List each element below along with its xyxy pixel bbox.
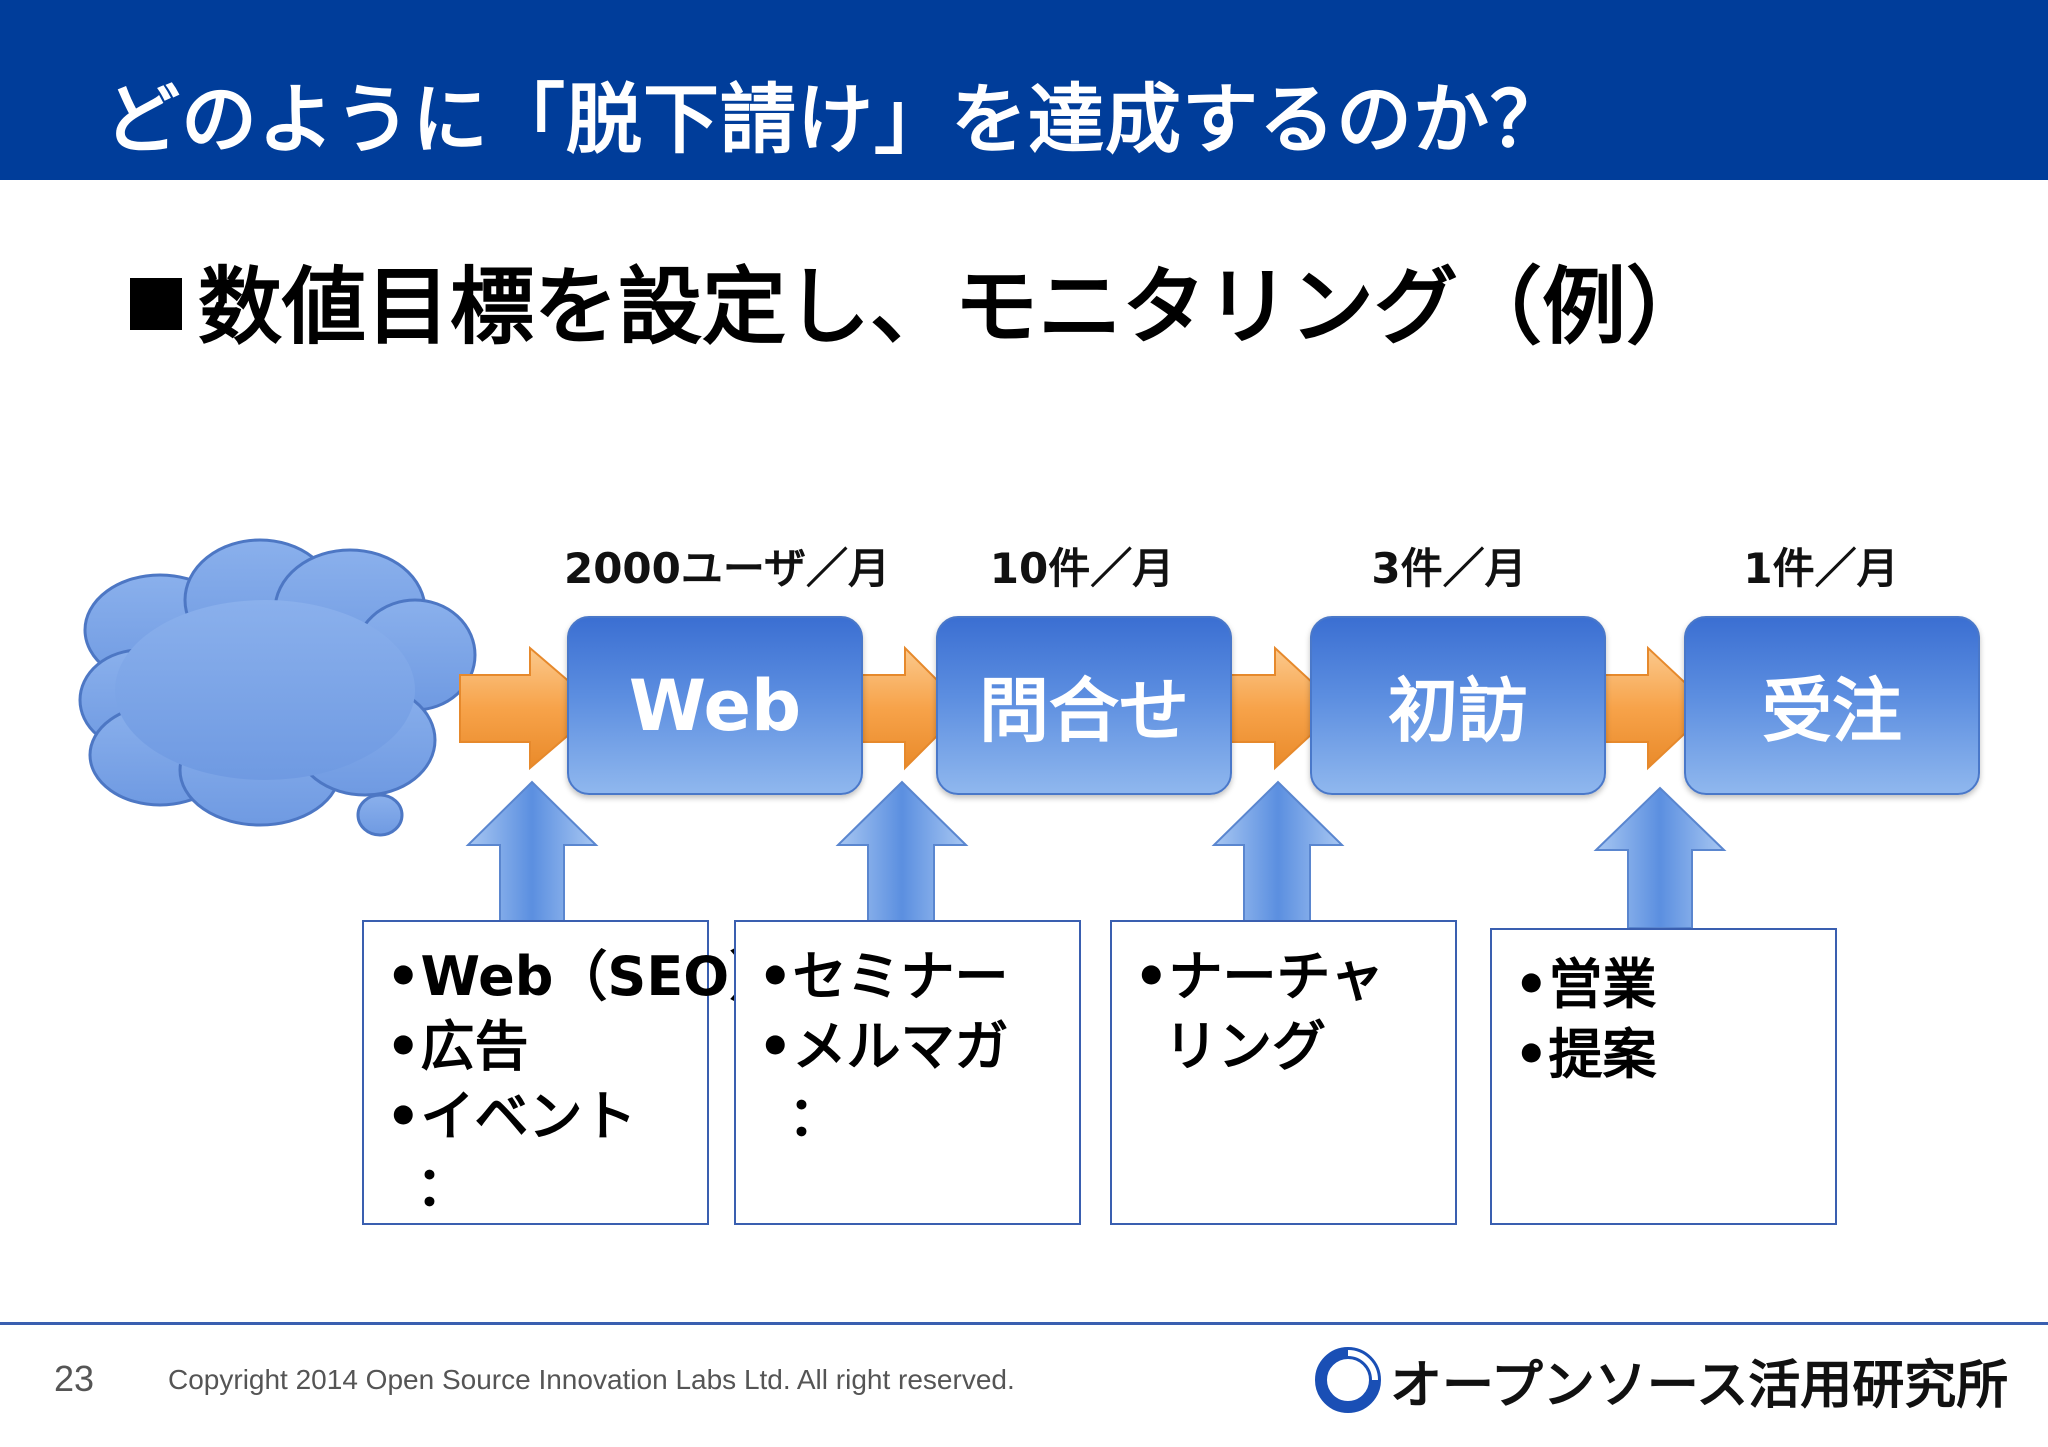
orange-arrow-icon: [459, 645, 602, 771]
stage-rate-web: 2000ユーザ／月: [563, 544, 891, 593]
stage-box-web: Web: [567, 616, 863, 795]
method-item: •イベント: [386, 1085, 637, 1148]
method-item: ：: [416, 1155, 470, 1218]
page-number: 23: [54, 1358, 95, 1399]
method-item: リング: [1164, 1015, 1326, 1078]
method-box-order: •営業 •提案: [1490, 928, 1837, 1225]
method-item: •広告: [386, 1015, 529, 1078]
method-box-inquiry: •セミナー •メルマガ ：: [734, 920, 1081, 1225]
blue-up-arrow-icon: [835, 780, 969, 923]
stage-box-inquiry: 問合せ: [936, 616, 1232, 795]
method-item: •ナーチャ: [1134, 945, 1384, 1008]
stage-rate-first-visit: 3件／月: [1371, 544, 1527, 593]
stage-label: 問合せ: [979, 670, 1189, 752]
stage-box-order: 受注: [1684, 616, 1980, 795]
stage-label: Web: [628, 664, 802, 747]
section-heading: 数値目標を設定し、モニタリング（例）: [130, 240, 1710, 361]
input-arrows: [465, 780, 1727, 929]
method-box-first-visit: •ナーチャ リング: [1110, 920, 1457, 1225]
stage-label: 受注: [1762, 670, 1902, 752]
slide-title: どのように「脱下請け」を達成するのか？: [104, 75, 1567, 164]
title-bar: [0, 0, 2048, 180]
method-item: ：: [788, 1085, 842, 1148]
footer-divider: [0, 1322, 2048, 1325]
company-logo: オープンソース活用研究所: [1312, 1340, 2008, 1420]
stage-rate-order: 1件／月: [1743, 544, 1899, 593]
section-heading-text: 数値目標を設定し、モニタリング（例）: [198, 258, 1711, 356]
stage-box-first-visit: 初訪: [1310, 616, 1606, 795]
method-item: •セミナー: [758, 945, 1009, 1008]
stage-label: 初訪: [1388, 670, 1528, 752]
blue-up-arrow-icon: [465, 780, 599, 923]
method-item: •営業: [1514, 953, 1657, 1016]
method-item: •メルマガ: [758, 1015, 1009, 1078]
logo-ring-icon: [1315, 1347, 1381, 1413]
square-bullet-icon: [130, 278, 182, 330]
logo-text: オープンソース活用研究所: [1390, 1355, 2009, 1416]
copyright-text: Copyright 2014 Open Source Innovation La…: [168, 1364, 1015, 1395]
method-item: •提案: [1514, 1023, 1657, 1086]
method-item: •Web（SEO）: [386, 945, 784, 1008]
blue-up-arrow-icon: [1211, 780, 1345, 923]
stage-rate-inquiry: 10件／月: [989, 544, 1175, 593]
method-box-web: •Web（SEO） •広告 •イベント ：: [362, 920, 784, 1225]
blue-up-arrow-icon: [1593, 786, 1727, 929]
